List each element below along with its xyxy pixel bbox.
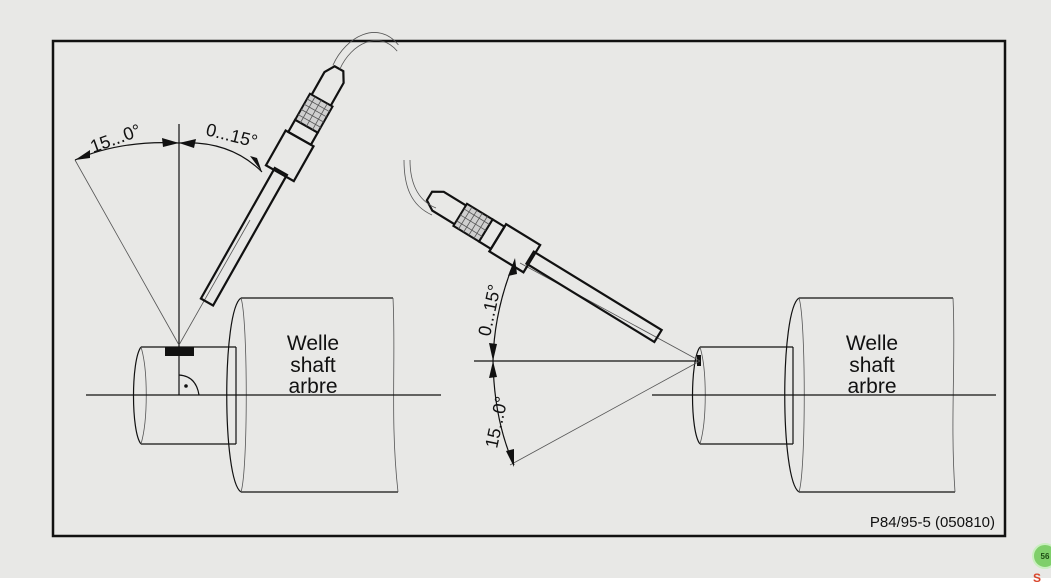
left-shaft-label-de: Welle (287, 332, 339, 355)
bottom-strip (0, 578, 1051, 585)
figure-code: P84/95-5 (050810) (870, 514, 995, 531)
left-sensor-probe (199, 32, 399, 307)
right-shaft-label-de: Welle (846, 332, 898, 355)
right-arrowhead-3 (489, 361, 497, 378)
right-sight-line-upper (519, 262, 701, 362)
left-sight-line-inner (178, 219, 251, 346)
left-right-angle-mark (178, 374, 200, 396)
tray-s-icon[interactable]: S (1033, 571, 1042, 585)
left-arrowhead-3 (179, 139, 196, 148)
left-right-angle-dot (184, 384, 188, 388)
right-arrowhead-2 (489, 343, 497, 361)
left-arrowhead-2 (162, 138, 179, 147)
diagram-frame (51, 39, 1007, 538)
left-arrowhead-1 (75, 150, 90, 160)
left-shaft-label-fr: arbre (288, 375, 337, 398)
right-assembly: 0...15° 15...0° Welle shaft arbre (403, 159, 996, 493)
right-sensor-cable (403, 159, 437, 216)
right-shaft-label-en: shaft (849, 354, 895, 377)
left-shaft-label-en: shaft (290, 354, 336, 377)
left-sight-line-outer (74, 159, 180, 346)
left-measuring-target (165, 347, 194, 356)
right-arrowhead-1 (508, 258, 517, 276)
right-sensor-probe (425, 190, 664, 344)
right-arrowhead-4 (506, 449, 514, 467)
right-shaft-label-fr: arbre (847, 375, 896, 398)
right-sight-line-lower (509, 360, 701, 466)
tray-badge-icon[interactable]: 56 (1032, 543, 1051, 569)
left-arrowhead-4 (250, 156, 262, 172)
